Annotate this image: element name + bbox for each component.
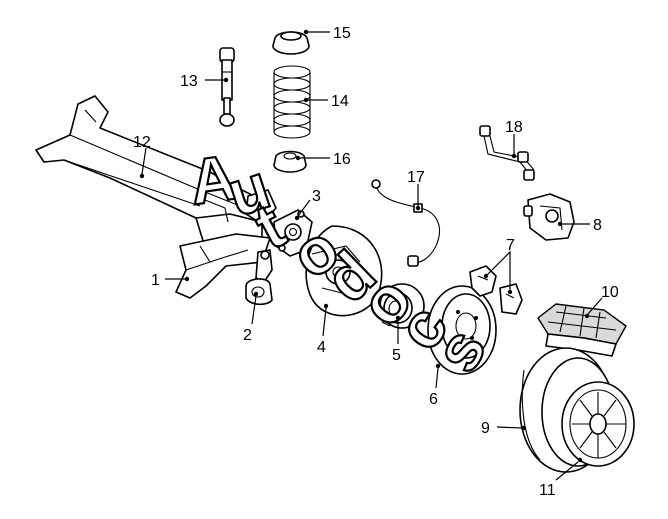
leader-10 xyxy=(587,297,603,315)
callout-10: 10 xyxy=(601,284,619,301)
part-17-brake-hose xyxy=(371,179,440,267)
leader-6 xyxy=(435,367,439,389)
callout-5: 5 xyxy=(392,347,401,364)
leader-4 xyxy=(322,307,327,337)
callout-14: 14 xyxy=(331,93,349,110)
part-5-hub-bearing xyxy=(379,283,425,329)
callout-13: 13 xyxy=(180,73,198,90)
callout-3: 3 xyxy=(312,188,321,205)
part-11-wheel-trim xyxy=(561,381,635,467)
callout-8: 8 xyxy=(593,217,602,234)
part-10-tyre xyxy=(537,303,627,357)
part-3-stub-axle-carrier xyxy=(245,189,313,257)
callout-1: 1 xyxy=(151,272,160,289)
callout-6: 6 xyxy=(429,391,438,408)
callout-7: 7 xyxy=(506,237,515,254)
leader-7 xyxy=(485,250,511,292)
callout-12: 12 xyxy=(133,134,151,151)
part-4-backing-plate xyxy=(305,225,383,317)
callout-9: 9 xyxy=(481,420,490,437)
part-6-brake-disc xyxy=(427,285,497,375)
leader-lines xyxy=(139,29,603,481)
part-8-brake-caliper xyxy=(523,193,575,241)
leader-2 xyxy=(251,295,257,325)
callout-16: 16 xyxy=(333,151,351,168)
watermark-letter: A xyxy=(185,141,241,219)
callout-11: 11 xyxy=(539,482,556,499)
part-15-upper-spring-seat xyxy=(272,31,310,55)
leader-12 xyxy=(141,147,147,175)
part-16-lower-spring-seat xyxy=(273,150,307,173)
callout-4: 4 xyxy=(317,339,326,356)
callout-17: 17 xyxy=(407,169,425,186)
part-7-brake-pads xyxy=(469,265,523,315)
part-18-brake-pipe xyxy=(479,125,535,181)
leader-11 xyxy=(555,461,579,481)
part-1-trailing-arm xyxy=(175,233,271,299)
callout-numbers: 1 2 3 4 5 6 7 8 9 10 11 12 13 14 15 16 1… xyxy=(133,25,619,499)
part-13-shock-absorber xyxy=(219,47,235,127)
callout-15: 15 xyxy=(333,25,351,42)
part-14-coil-spring xyxy=(273,65,311,139)
leader-3 xyxy=(297,199,311,217)
callout-18: 18 xyxy=(505,119,523,136)
leader-9 xyxy=(496,426,523,429)
part-2-link-bushing xyxy=(245,249,273,306)
callout-2: 2 xyxy=(243,327,252,344)
